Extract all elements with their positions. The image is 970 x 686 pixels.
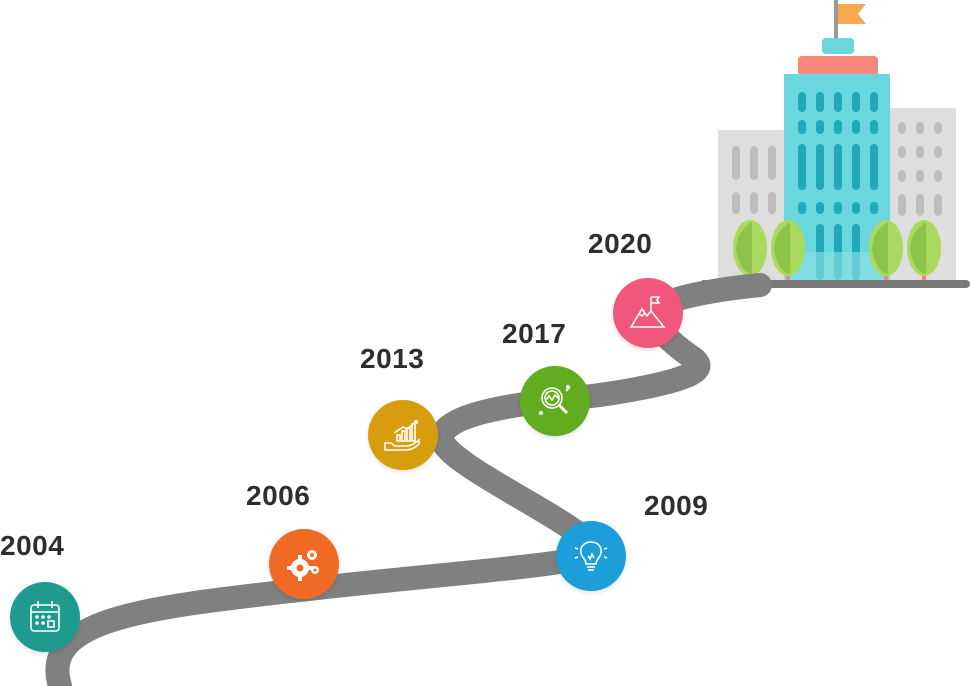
year-label-2006: 2006 [246, 480, 311, 511]
year-label-2004: 2004 [0, 530, 65, 561]
milestone-2020[interactable] [613, 278, 683, 348]
tree-icon [733, 220, 767, 282]
calendar-icon [30, 601, 60, 632]
mountain-flag-icon [629, 296, 666, 328]
year-label-2020: 2020 [588, 228, 653, 259]
tree-icon [771, 220, 805, 282]
magnifier-analytics-icon [539, 385, 571, 415]
milestone-2006[interactable] [269, 529, 339, 599]
tree-icon [869, 220, 903, 282]
office-building [700, 0, 970, 288]
milestone-2009[interactable] [556, 521, 626, 591]
year-label-2017: 2017 [502, 318, 567, 349]
gears-icon [287, 550, 319, 581]
hand-growth-chart-icon [384, 420, 420, 451]
tree-icon [907, 220, 941, 282]
lightbulb-icon [574, 541, 608, 571]
year-label-2009: 2009 [644, 490, 709, 521]
milestone-2017[interactable] [520, 366, 590, 436]
milestone-2013[interactable] [368, 400, 438, 470]
year-label-2013: 2013 [360, 343, 425, 374]
milestone-2004[interactable] [10, 582, 80, 652]
